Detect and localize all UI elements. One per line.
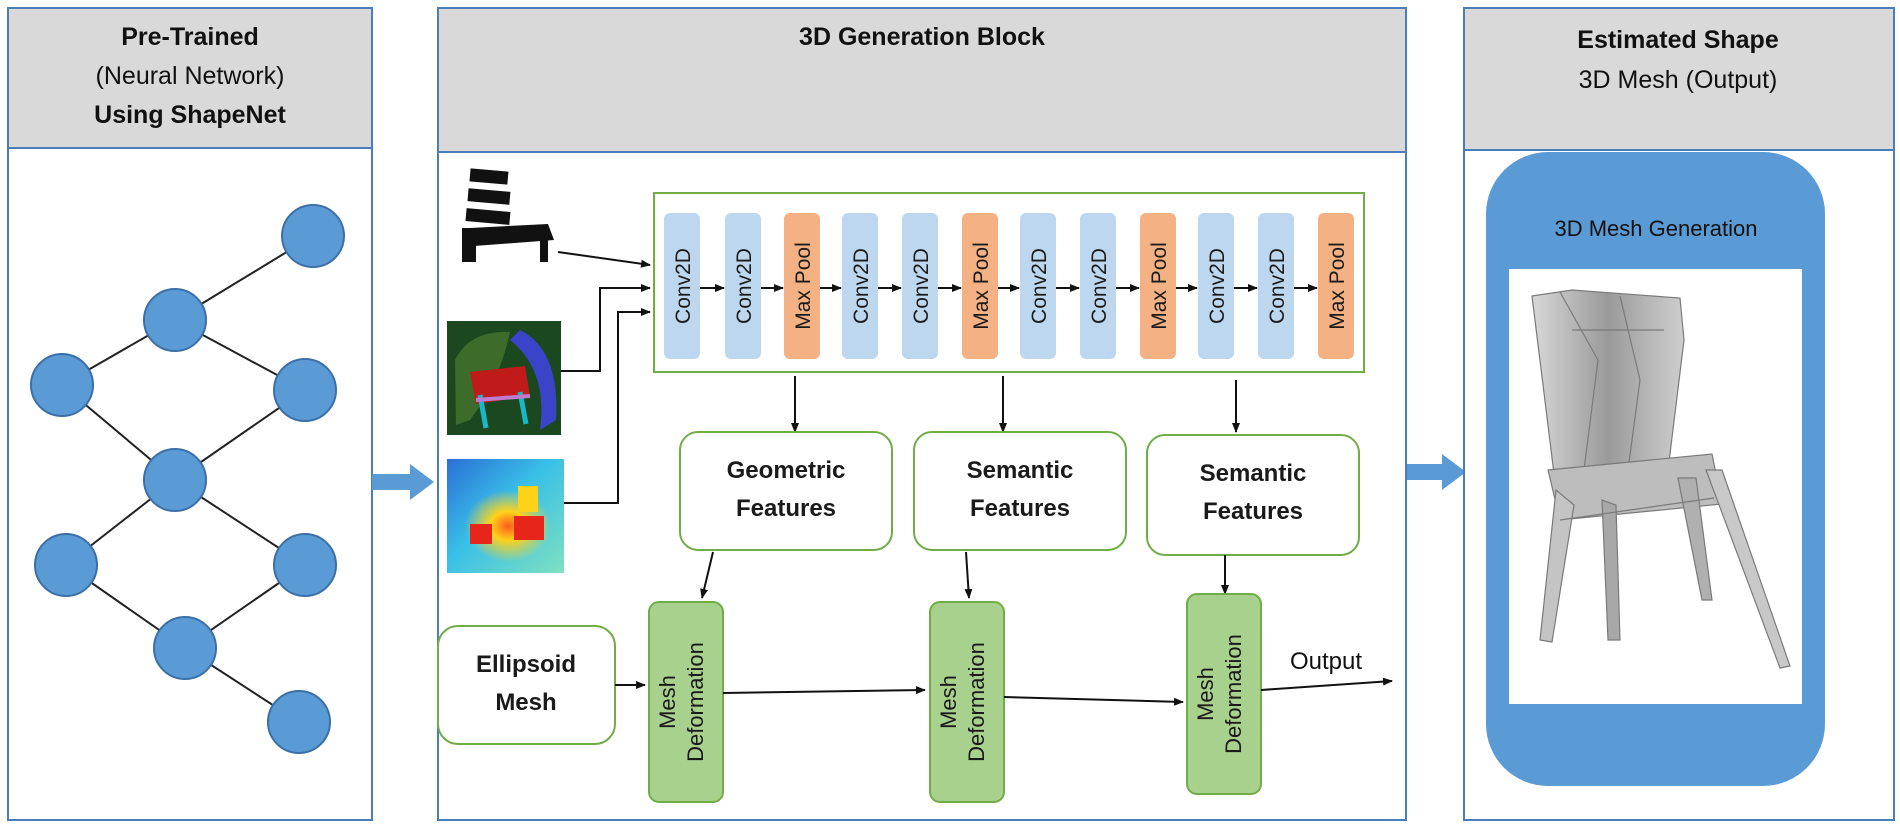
mesh-generation-label: 3D Mesh Generation <box>1555 216 1758 241</box>
nn-node <box>143 448 207 512</box>
mesh3-output-arrow <box>1260 677 1393 691</box>
mesh-deformation-2-line1: Mesh <box>936 675 961 729</box>
nn-node <box>34 533 98 597</box>
mesh-deformation-3-line1: Mesh <box>1193 667 1218 721</box>
nn-node <box>273 533 337 597</box>
geometric-features-line2: Features <box>736 495 836 522</box>
mesh2-to-mesh3-arrow <box>1003 696 1184 706</box>
semantic-features-box-1: Semantic Features <box>913 431 1127 551</box>
cnn-layer-label: Max Pool <box>970 242 993 330</box>
cnn-layer-conv <box>664 213 700 359</box>
cnn-layer-conv <box>842 213 878 359</box>
neural-network-nodes <box>30 204 345 754</box>
estimated-shape-title: Estimated Shape <box>1577 26 1779 54</box>
nn-node <box>30 353 94 417</box>
cnn-layer-pool <box>962 213 998 359</box>
semantic-features-box-2: Semantic Features <box>1146 434 1360 556</box>
cnn-layer-label: Conv2D <box>1266 248 1289 324</box>
geometric-features-box: Geometric Features <box>679 431 893 551</box>
cnn-layer-label: Conv2D <box>733 248 756 324</box>
panel-transition-arrow-2 <box>1404 454 1466 490</box>
cnn-encoder-box <box>653 192 1365 373</box>
cnn-layer-conv <box>902 213 938 359</box>
mesh1-to-mesh2-arrow <box>722 686 926 695</box>
cnn-layers: Conv2D Conv2D Max Pool Conv2D Conv2D Max Pool… <box>664 213 1354 359</box>
pretrained-title: Pre-Trained <box>121 23 259 51</box>
cnn-layer-conv <box>1080 213 1116 359</box>
input-arrow-heatmap <box>564 308 651 504</box>
generation-panel-header <box>437 7 1407 153</box>
nn-node <box>143 288 207 352</box>
mesh-deformation-1: Mesh Deformation <box>648 601 724 803</box>
nn-node <box>273 358 337 422</box>
mesh-deformation-2-line2: Deformation <box>964 642 989 762</box>
pretrained-panel: Pre-Trained (Neural Network) Using Shape… <box>7 7 373 821</box>
cnn-layer-label: Conv2D <box>1088 248 1111 324</box>
cnn-layer-pool <box>1140 213 1176 359</box>
cnn-layer-pool <box>784 213 820 359</box>
generation-block-title: 3D Generation Block <box>799 23 1045 51</box>
estimated-panel-header <box>1463 7 1895 151</box>
ellipsoid-mesh-box: Ellipsoid Mesh <box>437 625 616 745</box>
geometric-features-line1: Geometric <box>727 457 846 484</box>
semantic-features-1-line1: Semantic <box>967 457 1074 484</box>
input-arrow-silhouette <box>557 251 651 268</box>
output-label: Output <box>1290 648 1362 675</box>
nn-node <box>281 204 345 268</box>
panel-transition-arrow-1 <box>372 464 434 500</box>
cnn-layer-label: Conv2D <box>672 248 695 324</box>
cnn-layer-label: Max Pool <box>1326 242 1349 330</box>
nn-node <box>267 690 331 754</box>
input-normal-map <box>447 321 561 435</box>
mesh-deformation-2: Mesh Deformation <box>929 601 1005 803</box>
mesh-deformation-1-line2: Deformation <box>683 642 708 762</box>
semantic-features-2-line1: Semantic <box>1200 460 1307 487</box>
cnn-layer-label: Conv2D <box>850 248 873 324</box>
semantic-features-2-line2: Features <box>1203 498 1303 525</box>
estimated-shape-panel: Estimated Shape 3D Mesh (Output) 3D Mesh… <box>1463 7 1895 821</box>
cnn-layer-conv <box>1020 213 1056 359</box>
cnn-layer-pool <box>1318 213 1354 359</box>
generated-chair-mesh <box>1531 289 1791 669</box>
cnn-layer-conv <box>725 213 761 359</box>
cnn-layer-label: Conv2D <box>910 248 933 324</box>
cnn-layer-label: Conv2D <box>1206 248 1229 324</box>
input-chair-silhouette <box>462 168 554 262</box>
cnn-layer-label: Conv2D <box>1028 248 1051 324</box>
cnn-layer-label: Max Pool <box>1148 242 1171 330</box>
pretrained-subtitle: (Neural Network) <box>96 62 285 90</box>
geometric-to-mesh-arrow <box>700 551 714 599</box>
nn-node <box>153 616 217 680</box>
semantic1-to-mesh-arrow <box>964 551 973 599</box>
mesh-deformation-3: Mesh Deformation <box>1186 593 1262 795</box>
ellipsoid-mesh-line2: Mesh <box>495 689 556 716</box>
pretrained-panel-header <box>7 7 373 149</box>
cnn-layer-label: Max Pool <box>792 242 815 330</box>
mesh-deformation-1-line1: Mesh <box>655 675 680 729</box>
estimated-shape-subtitle: 3D Mesh (Output) <box>1579 66 1778 94</box>
pretrained-dataset: Using ShapeNet <box>94 101 286 129</box>
input-arrow-normal <box>561 284 651 372</box>
generation-block-panel: 3D Generation Block <box>437 7 1407 821</box>
mesh-deformation-3-line2: Deformation <box>1221 634 1246 754</box>
cnn-layer-conv <box>1258 213 1294 359</box>
input-heatmap <box>447 459 564 573</box>
semantic-features-1-line2: Features <box>970 495 1070 522</box>
ellipsoid-mesh-line1: Ellipsoid <box>476 651 576 678</box>
cnn-layer-conv <box>1198 213 1234 359</box>
